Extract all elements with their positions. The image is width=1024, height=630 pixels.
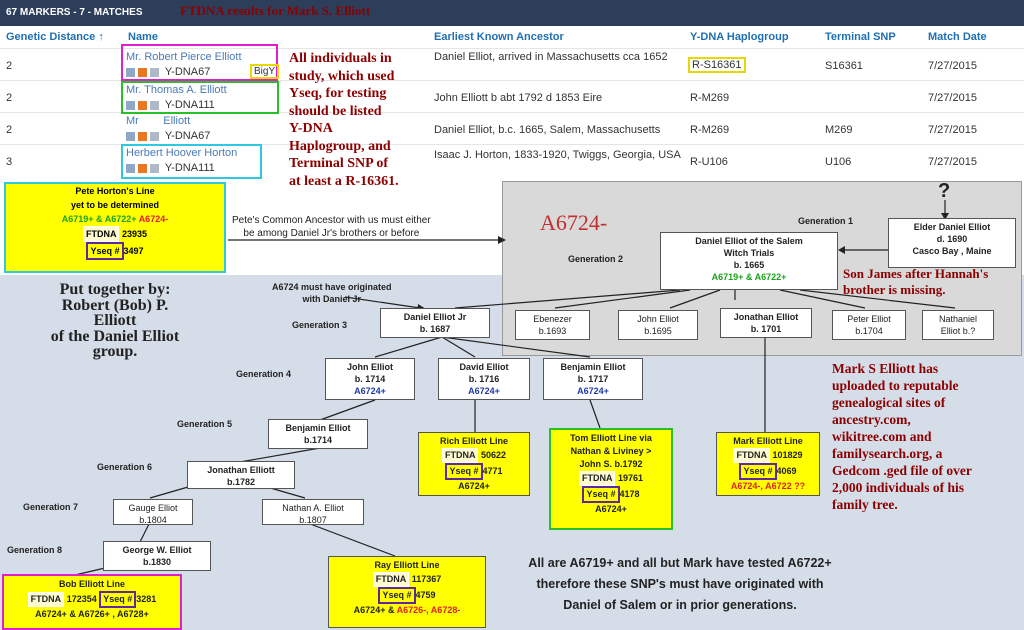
match-date: 7/27/2015 [928, 60, 977, 72]
col-name[interactable]: Name [128, 31, 158, 43]
overlay-title: FTDNA results for Mark S. Elliott [180, 3, 371, 18]
tree-icon[interactable] [138, 163, 147, 173]
tree-icon[interactable] [138, 131, 147, 141]
test-type: Y-DNA67 [164, 66, 211, 78]
table-row [0, 112, 1024, 145]
generation-label: Generation 3 [292, 320, 348, 330]
mark-elliott-line-box: Mark Elliott Line FTDNA 101829 Yseq #406… [716, 432, 820, 496]
col-haplogroup[interactable]: Y-DNA Haplogroup [690, 31, 789, 43]
terminal-snp: U106 [825, 156, 852, 168]
haplogroup: R-U106 [690, 156, 728, 168]
match-name[interactable]: Mr Elliott [126, 115, 191, 127]
generation-label: Generation 7 [23, 502, 79, 512]
test-icons: Y-DNA111 [126, 162, 215, 174]
email-icon[interactable] [150, 100, 159, 110]
match-date: 7/27/2015 [928, 124, 977, 136]
ray-elliott-line-box: Ray Elliott Line FTDNA 117367 Yseq #4759… [328, 556, 486, 628]
test-icons: Y-DNA67 [126, 130, 210, 142]
match-date: 7/27/2015 [928, 92, 977, 104]
email-icon[interactable] [150, 67, 159, 77]
match-name[interactable]: Mr. Thomas A. Elliott [126, 84, 227, 96]
highlight-box-cyan [121, 144, 262, 179]
table-row [0, 48, 1024, 81]
email-icon[interactable] [150, 163, 159, 173]
generation-label: Generation 4 [236, 369, 292, 379]
a6724-label: A6724- [540, 210, 608, 235]
test-icons: Y-DNA67 [126, 66, 210, 78]
ancestor: Isaac J. Horton, 1833-1920, Twiggs, Geor… [434, 149, 681, 161]
col-match-date[interactable]: Match Date [928, 31, 987, 43]
genetic-distance: 2 [6, 92, 13, 104]
test-type: Y-DNA111 [164, 162, 215, 174]
generation-label: Generation 5 [177, 419, 233, 429]
haplogroup: R-M269 [690, 92, 730, 104]
profile-icon[interactable] [126, 131, 135, 141]
unknown-ancestor-mark: ? [938, 180, 951, 202]
genetic-distance: 3 [6, 156, 13, 168]
pete-horton-line-box: Pete Horton's Line yet to be determined … [4, 182, 226, 273]
profile-icon[interactable] [126, 163, 135, 173]
match-name[interactable]: Mr. Robert Pierce Elliott [126, 51, 242, 63]
col-terminal-snp[interactable]: Terminal SNP [825, 31, 896, 43]
match-date: 7/27/2015 [928, 156, 977, 168]
bigy-badge: BigY [250, 64, 280, 79]
profile-icon[interactable] [126, 67, 135, 77]
test-type: Y-DNA67 [164, 130, 211, 142]
tree-icon[interactable] [138, 67, 147, 77]
haplogroup: R-S16361 [688, 57, 746, 73]
ancestor: Daniel Elliot, b.c. 1665, Salem, Massach… [434, 124, 661, 136]
tree-icon[interactable] [138, 100, 147, 110]
table-row [0, 144, 1024, 177]
col-ancestor[interactable]: Earliest Known Ancestor [434, 31, 564, 43]
highlight-box-green [121, 81, 279, 114]
test-icons: Y-DNA111 [126, 99, 215, 111]
table-row [0, 80, 1024, 113]
profile-icon[interactable] [126, 100, 135, 110]
bottom-conclusion-note: All are A6719+ and all but Mark have tes… [528, 556, 832, 612]
bob-elliott-line-box: Bob Elliott Line FTDNA 172354 Yseq #3281… [2, 574, 182, 630]
haplogroup: R-M269 [690, 124, 730, 136]
email-icon[interactable] [150, 131, 159, 141]
common-ancestor-note: Pete's Common Ancestor with us must eith… [232, 215, 431, 239]
highlight-box-magenta [121, 44, 278, 81]
generation-label: Generation 8 [7, 545, 63, 555]
test-type: Y-DNA111 [164, 99, 215, 111]
generation-label: Generation 2 [568, 254, 624, 264]
ancestor: Daniel Elliot, arrived in Massachusetts … [434, 51, 668, 63]
generation-label: Generation 1 [798, 216, 854, 226]
match-name[interactable]: Herbert Hoover Horton [126, 147, 238, 159]
col-genetic-distance[interactable]: Genetic Distance ↑ [6, 31, 104, 43]
terminal-snp: M269 [825, 124, 853, 136]
terminal-snp: S16361 [825, 60, 863, 72]
rich-elliott-line-box: Rich Elliott Line FTDNA 50622 Yseq #4771… [418, 432, 530, 496]
genetic-distance: 2 [6, 60, 13, 72]
ancestor: John Elliott b abt 1792 d 1853 Eire [434, 92, 603, 104]
results-header: 67 MARKERS - 7 - MATCHES [0, 0, 1024, 26]
genetic-distance: 2 [6, 124, 13, 136]
generation-label: Generation 6 [97, 462, 153, 472]
